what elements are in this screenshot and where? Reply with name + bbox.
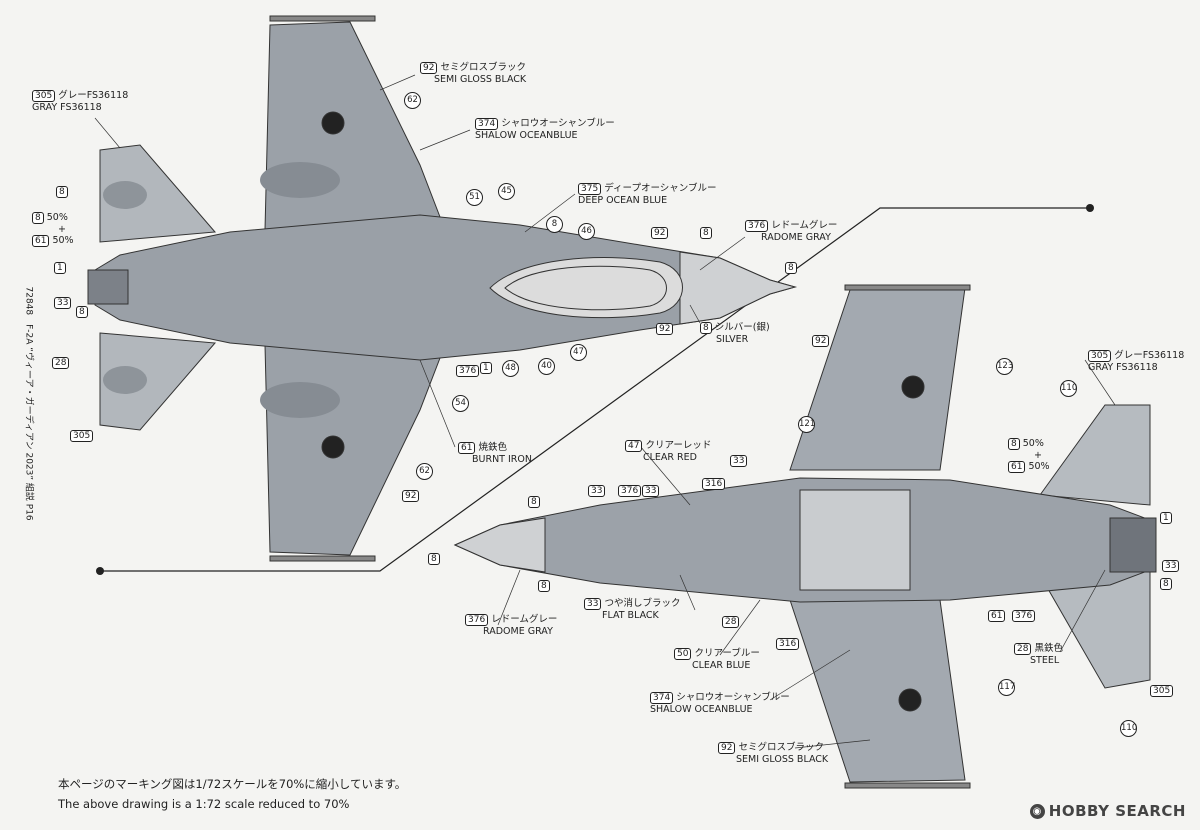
label-num: 33	[642, 485, 660, 497]
label-circle-num: 46	[578, 223, 595, 240]
label-circle-num: 40	[538, 358, 555, 375]
label-circle-num: 110	[1060, 380, 1077, 397]
label-circle-num: 62	[416, 463, 433, 480]
label-num: 8	[538, 580, 550, 592]
label-num: 33	[588, 485, 606, 497]
label-num: 8	[56, 186, 68, 198]
label-circle-num: 48	[502, 360, 519, 377]
label-num: 33	[1162, 560, 1180, 572]
label-num: 316	[776, 638, 800, 650]
label-circle-num: 45	[498, 183, 515, 200]
label-num: 1	[480, 362, 492, 374]
label-num: 8	[785, 262, 797, 274]
brand-watermark: ◉HOBBY SEARCH	[1029, 802, 1186, 820]
label-num: 33	[730, 455, 748, 467]
label-num: 1	[1160, 512, 1172, 524]
label-circle-num: 8	[546, 216, 563, 233]
label-num: 376	[1012, 610, 1036, 622]
label-circle-num: 121	[798, 416, 815, 433]
bottom-view-aircraft	[453, 284, 1157, 789]
label-num: 376	[618, 485, 642, 497]
label-num: 8	[700, 227, 712, 239]
footnote-en: The above drawing is a 1:72 scale reduce…	[58, 797, 350, 811]
label-num: 61	[988, 610, 1006, 622]
brand-logo-icon: ◉	[1029, 804, 1045, 819]
label-num: 33	[54, 297, 72, 309]
label-circle-num: 47	[570, 344, 587, 361]
label-num: 8	[76, 306, 88, 318]
label-circle-num: 62	[404, 92, 421, 109]
label-num: 376	[456, 365, 480, 377]
label-circle-num: 51	[466, 189, 483, 206]
label-num: 8	[528, 496, 540, 508]
label-num: 305	[1150, 685, 1174, 697]
side-caption: 72848 F-2A “ヴィーア・ガーディアン 2023” 組説 P16	[23, 286, 34, 521]
label-num: 92	[402, 490, 420, 502]
label-num: 305	[70, 430, 94, 442]
label-num: 92	[651, 227, 669, 239]
label-circle-num: 123	[996, 358, 1013, 375]
footnote-jp: 本ページのマーキング図は1/72スケールを70%に縮小しています。	[58, 777, 407, 791]
label-num: 28	[722, 616, 740, 628]
label-num: 28	[52, 357, 70, 369]
label-circle-num: 54	[452, 395, 469, 412]
label-num: 8	[1160, 578, 1172, 590]
label-num: 316	[702, 478, 726, 490]
label-circle-num: 110	[1120, 720, 1137, 737]
label-num: 92	[812, 335, 830, 347]
label-num: 8	[428, 553, 440, 565]
label-circle-num: 117	[998, 679, 1015, 696]
label-num: 1	[54, 262, 66, 274]
top-view-aircraft	[87, 15, 797, 562]
label-num: 92	[656, 323, 674, 335]
